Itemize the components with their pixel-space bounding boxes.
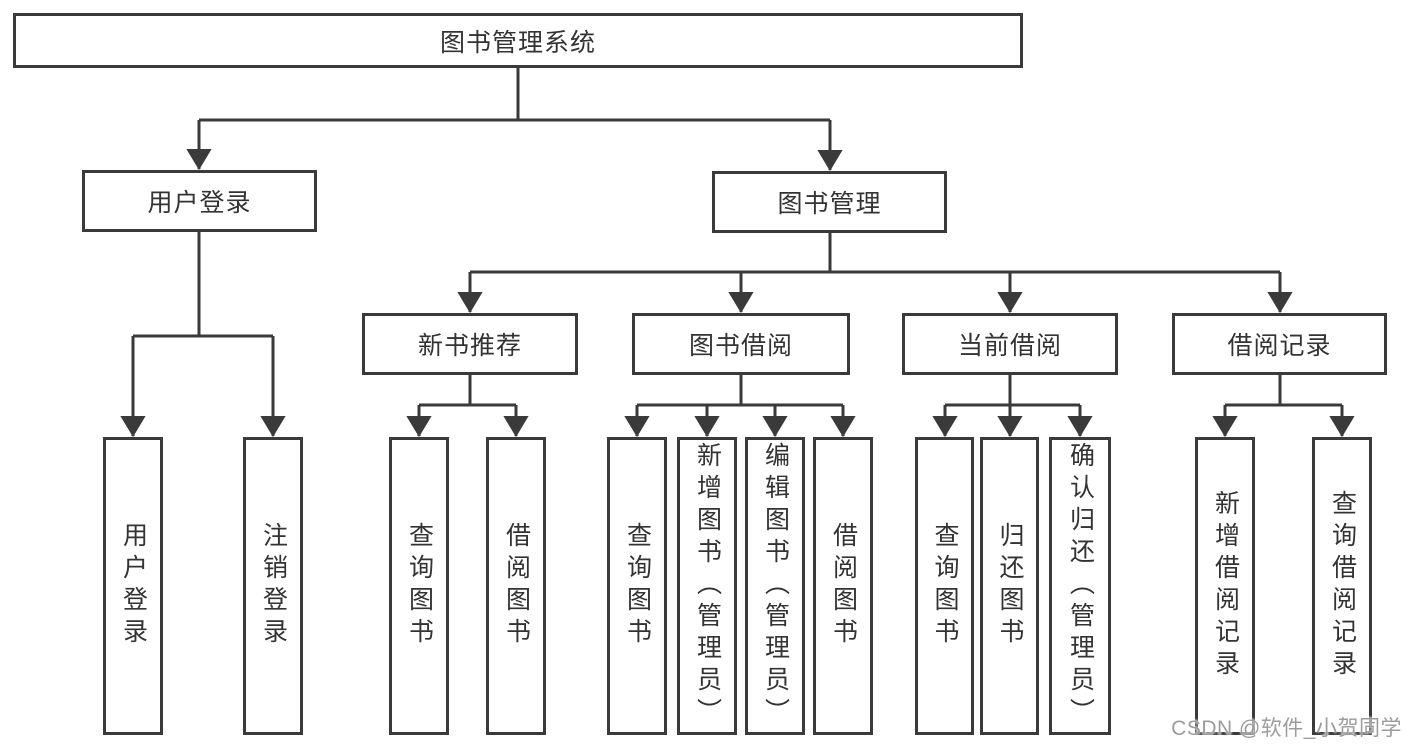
node-current-borrow-label: 当前借阅 xyxy=(957,332,1062,360)
leaf-edit-book-admin-label: 编辑图书（管理员） xyxy=(761,442,790,730)
connector-borrow-record-branch xyxy=(1225,375,1342,407)
leaf-query-borrow-record: 查询借阅记录 xyxy=(1312,437,1372,735)
leaf-add-borrow-record: 新增借阅记录 xyxy=(1195,437,1255,735)
leaf-return-book: 归还图书 xyxy=(980,437,1039,735)
node-root-label: 图书管理系统 xyxy=(439,28,596,57)
node-book-management-label: 图书管理 xyxy=(777,190,882,218)
leaf-query-book-3-label: 查询图书 xyxy=(931,522,959,650)
connector-new-book-branch xyxy=(419,375,516,407)
leaf-borrow-book-2-label: 借阅图书 xyxy=(829,522,858,650)
leaf-user-login: 用户登录 xyxy=(103,437,163,735)
connector-current-borrow-branch xyxy=(945,375,1080,407)
leaf-logout-label: 注销登录 xyxy=(259,522,288,650)
leaf-add-book-admin: 新增图书（管理员） xyxy=(677,437,737,735)
leaf-query-borrow-record-label: 查询借阅记录 xyxy=(1328,490,1357,682)
node-new-book-recommend: 新书推荐 xyxy=(362,313,578,375)
connector-root-branch xyxy=(199,68,830,122)
leaf-confirm-return-admin: 确认归还（管理员） xyxy=(1049,437,1111,735)
node-book-borrow: 图书借阅 xyxy=(632,313,850,375)
leaf-add-borrow-record-label: 新增借阅记录 xyxy=(1211,490,1240,682)
leaf-borrow-book-1: 借阅图书 xyxy=(486,437,546,735)
csdn-watermark: CSDN @软件_小贺同学 xyxy=(1171,717,1402,740)
node-book-management: 图书管理 xyxy=(712,171,947,233)
connector-trunks xyxy=(133,68,1342,407)
node-borrow-record-label: 借阅记录 xyxy=(1227,332,1332,360)
leaf-return-book-label: 归还图书 xyxy=(996,522,1024,650)
connector-book-mgmt-branch xyxy=(470,233,1280,274)
node-new-book-recommend-label: 新书推荐 xyxy=(417,332,522,360)
leaf-query-book-1-label: 查询图书 xyxy=(405,522,434,650)
node-user-login-label: 用户登录 xyxy=(147,189,252,217)
leaf-borrow-book-1-label: 借阅图书 xyxy=(502,522,531,650)
leaf-user-login-label: 用户登录 xyxy=(119,522,148,650)
node-user-login: 用户登录 xyxy=(82,170,317,232)
leaf-query-book-2: 查询图书 xyxy=(607,437,667,735)
leaf-query-book-1: 查询图书 xyxy=(389,437,449,735)
connector-user-login-branch xyxy=(133,232,273,338)
leaf-logout: 注销登录 xyxy=(243,437,303,735)
leaf-confirm-return-admin-label: 确认归还（管理员） xyxy=(1066,442,1095,730)
leaf-borrow-book-2: 借阅图书 xyxy=(813,437,873,735)
leaf-add-book-admin-label: 新增图书（管理员） xyxy=(693,442,722,730)
connector-book-borrow-branch xyxy=(637,375,843,407)
leaf-query-book-2-label: 查询图书 xyxy=(623,522,652,650)
node-current-borrow: 当前借阅 xyxy=(902,313,1118,375)
node-root: 图书管理系统 xyxy=(13,13,1023,68)
connector-arrows xyxy=(120,120,1355,438)
leaf-query-book-3: 查询图书 xyxy=(915,437,974,735)
node-book-borrow-label: 图书借阅 xyxy=(688,332,793,360)
leaf-edit-book-admin: 编辑图书（管理员） xyxy=(745,437,805,735)
node-borrow-record: 借阅记录 xyxy=(1172,313,1387,375)
